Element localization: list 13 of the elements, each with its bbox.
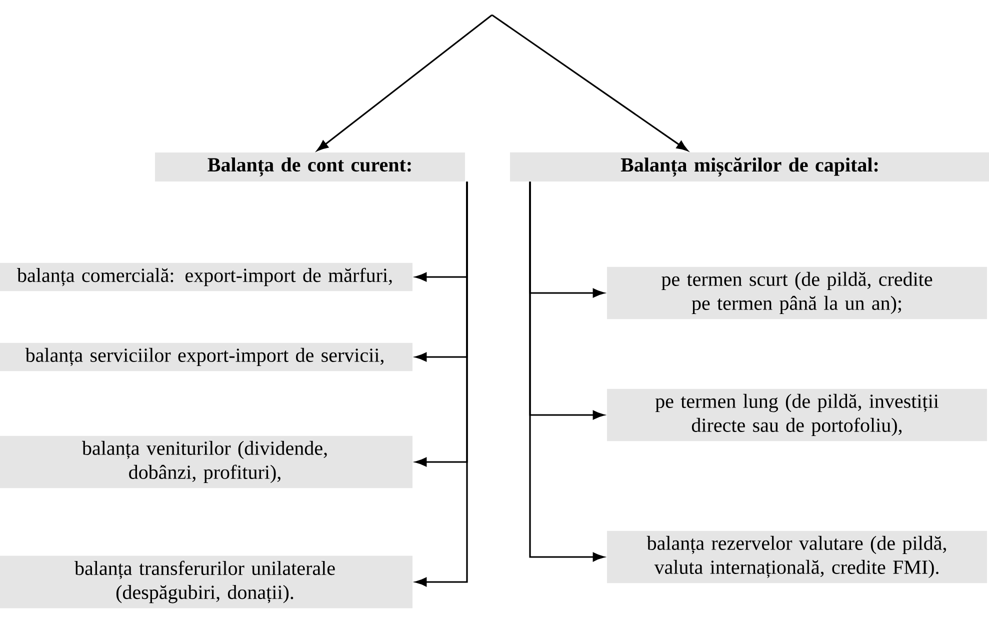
heading-box: Balanța de cont curent: [155, 152, 465, 182]
category-box: balanța serviciilor export-import de servicii, [0, 342, 412, 372]
heading-box: Balanța mișcărilor de capital: [510, 152, 989, 182]
arrow [529, 182, 604, 562]
category-box: balanța transferurilor unilaterale (despăgubiri, donații). [0, 556, 412, 608]
arrow [316, 14, 492, 151]
category-box: balanța rezervelor valutare (de pildă, valuta internațională, credite FMI). [607, 530, 987, 584]
arrow [492, 14, 688, 152]
arrow [415, 182, 468, 586]
category-box: pe termen scurt (de pildă, credite pe termen până la un an); [607, 266, 987, 320]
category-box: pe termen lung (de pildă, investiții directe sau de portofoliu), [607, 388, 987, 442]
category-box: balanța comercială: export-import de mărfuri, [0, 262, 412, 292]
category-box: balanța veniturilor (dividende, dobânzi, profituri), [0, 436, 412, 488]
